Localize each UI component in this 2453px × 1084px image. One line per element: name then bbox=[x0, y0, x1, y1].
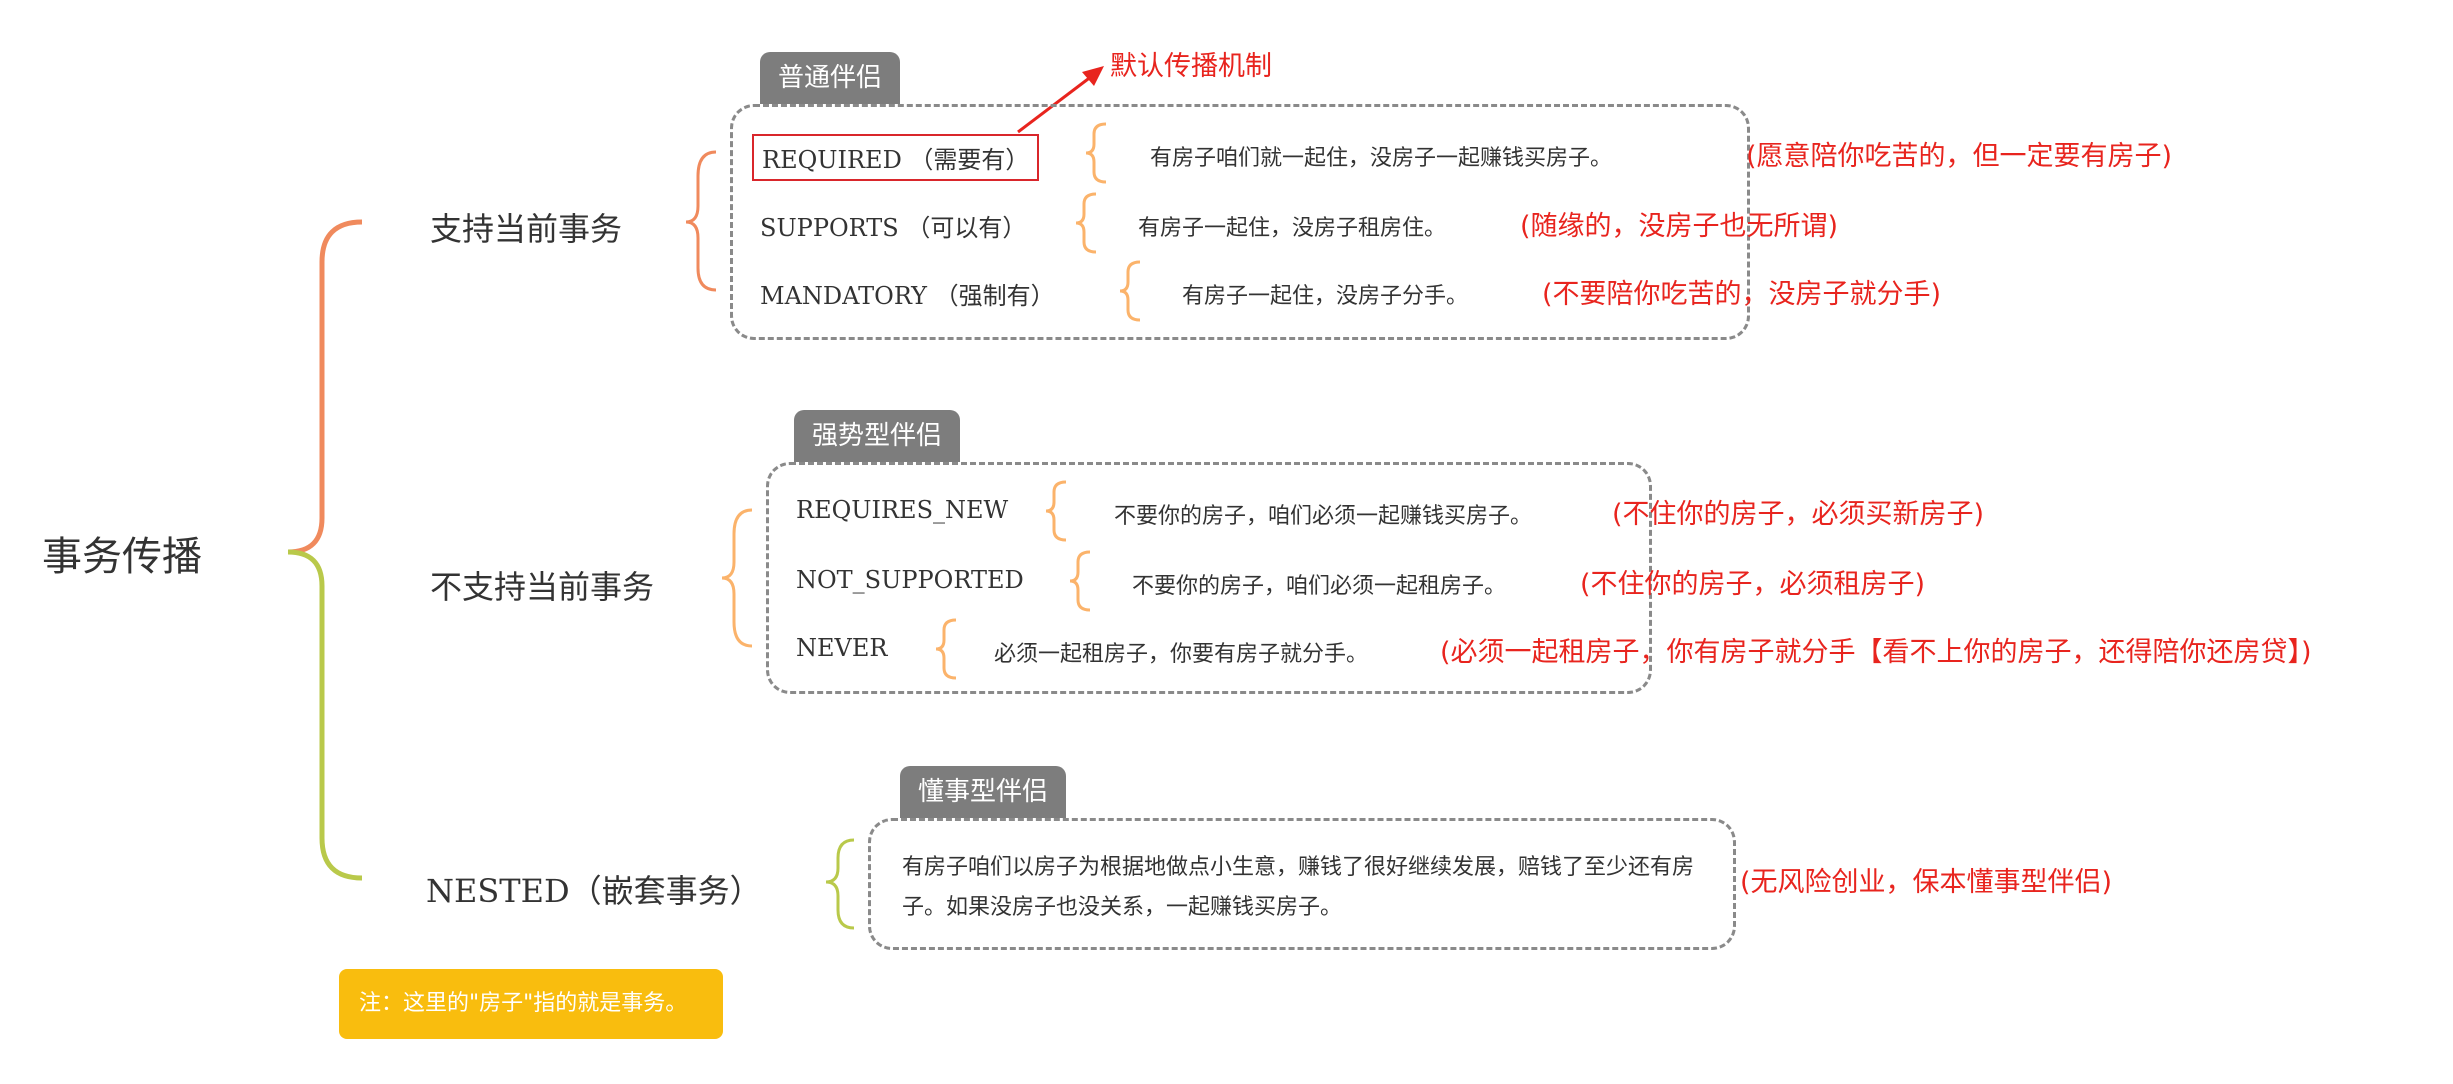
branch2-bracket bbox=[721, 508, 753, 648]
group-box-sensible bbox=[868, 818, 1736, 950]
root-node: 事务传播 bbox=[42, 534, 202, 580]
desc-supports: 有房子一起住，没房子租房住。 bbox=[1138, 216, 1447, 241]
branch3-bracket bbox=[825, 838, 855, 930]
root-bracket-lower bbox=[287, 549, 363, 881]
annotation-arrow-head bbox=[1082, 66, 1104, 86]
group-tab-normal: 普通伴侣 bbox=[760, 52, 901, 104]
group-box-normal bbox=[730, 104, 1750, 340]
item-brace bbox=[1075, 192, 1097, 254]
desc-not-supported: 不要你的房子，咱们必须一起租房子。 bbox=[1132, 574, 1507, 599]
desc-mandatory: 有房子一起住，没房子分手。 bbox=[1182, 284, 1469, 309]
branch-label-nested: NESTED（嵌套事务） bbox=[426, 872, 762, 910]
branch-label-support: 支持当前事务 bbox=[430, 210, 623, 248]
note-nested: (无风险创业，保本懂事型伴侣) bbox=[1740, 867, 2113, 898]
mode-not-supported: NOT_SUPPORTED bbox=[796, 566, 1024, 594]
mode-requires-new: REQUIRES_NEW bbox=[796, 496, 1009, 524]
item-brace bbox=[935, 618, 957, 680]
item-brace bbox=[1069, 550, 1091, 612]
item-brace bbox=[1119, 260, 1141, 322]
group-tab-strong: 强势型伴侣 bbox=[794, 410, 961, 462]
item-brace bbox=[1045, 480, 1067, 542]
desc-nested: 有房子咱们以房子为根据地做点小生意，赚钱了很好继续发展，赔钱了至少还有房子。如果… bbox=[902, 855, 1695, 920]
desc-required: 有房子咱们就一起住，没房子一起赚钱买房子。 bbox=[1150, 146, 1613, 171]
mode-mandatory: MANDATORY （强制有） bbox=[760, 282, 1055, 310]
root-bracket-upper bbox=[287, 219, 363, 555]
item-brace bbox=[1085, 122, 1107, 184]
group-tab-sensible: 懂事型伴侣 bbox=[900, 766, 1067, 818]
branch-label-not-support: 不支持当前事务 bbox=[430, 568, 655, 606]
desc-requires-new: 不要你的房子，咱们必须一起赚钱买房子。 bbox=[1114, 504, 1533, 529]
annotation-default-propagation: 默认传播机制 bbox=[1110, 51, 1272, 82]
note-supports: (随缘的，没房子也无所谓) bbox=[1520, 211, 1839, 242]
note-never: (必须一起租房子，你有房子就分手【看不上你的房子，还得陪你还房贷】) bbox=[1440, 637, 2312, 668]
note-required: (愿意陪你吃苦的，但一定要有房子) bbox=[1746, 141, 2173, 172]
mode-required: REQUIRED （需要有） bbox=[752, 134, 1040, 181]
branch1-bracket bbox=[685, 150, 717, 292]
note-not-supported: (不住你的房子，必须租房子) bbox=[1580, 569, 1926, 600]
footnote-badge: 注：这里的"房子"指的就是事务。 bbox=[339, 969, 723, 1039]
note-requires-new: (不住你的房子，必须买新房子) bbox=[1612, 499, 1985, 530]
group-box-strong bbox=[766, 462, 1652, 694]
desc-never: 必须一起租房子，你要有房子就分手。 bbox=[994, 642, 1369, 667]
note-mandatory: (不要陪你吃苦的，没房子就分手) bbox=[1542, 279, 1942, 310]
mode-supports: SUPPORTS （可以有） bbox=[760, 214, 1027, 242]
mode-never: NEVER bbox=[796, 634, 888, 662]
